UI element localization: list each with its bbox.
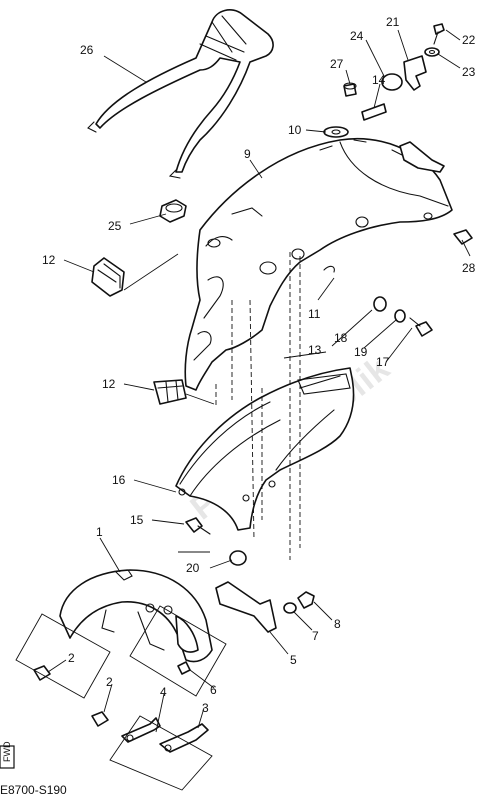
cord-11-part[interactable]: [323, 265, 335, 273]
grab-bar-part[interactable]: [87, 9, 274, 179]
callout-7: 7: [312, 629, 319, 643]
bracket-4-part[interactable]: [121, 717, 161, 743]
rear-fender-part[interactable]: [184, 138, 453, 391]
callout-13: 13: [308, 343, 322, 357]
front-fender-part[interactable]: [59, 569, 213, 663]
callout-26: 26: [80, 43, 94, 57]
bolt-15-part[interactable]: [185, 517, 211, 535]
callout-5: 5: [290, 653, 297, 667]
bracket-3-part[interactable]: [159, 723, 209, 753]
bolt-2b-part[interactable]: [91, 711, 109, 727]
callout-24: 24: [350, 29, 364, 43]
callout-1: 1: [96, 525, 103, 539]
nut-24-part[interactable]: [381, 73, 403, 91]
callout-12-upper: 12: [42, 253, 56, 267]
washer-7-part[interactable]: [283, 602, 297, 614]
bolt-6-part[interactable]: [177, 661, 191, 675]
callout-18: 18: [334, 331, 348, 345]
collar-18-part[interactable]: [373, 296, 387, 312]
callout-2-upper: 2: [68, 651, 75, 665]
bracket-21-part[interactable]: [403, 55, 427, 91]
nut-8-part[interactable]: [297, 591, 315, 609]
diagram-code: E8700-S190: [0, 783, 67, 797]
callout-25: 25: [108, 219, 122, 233]
screw-22-part[interactable]: [433, 23, 445, 45]
callout-22: 22: [462, 33, 476, 47]
callout-9: 9: [244, 147, 251, 161]
callout-23: 23: [462, 65, 476, 79]
callout-14: 14: [372, 73, 386, 87]
callout-16: 16: [112, 473, 126, 487]
grommet-25-part[interactable]: [159, 199, 187, 223]
callout-19: 19: [354, 345, 368, 359]
clamp-lower-part[interactable]: [153, 379, 187, 405]
callout-4: 4: [160, 685, 167, 699]
callout-12-lower: 12: [102, 377, 116, 391]
washer-19-part[interactable]: [394, 309, 406, 323]
plug-27-part[interactable]: [343, 82, 357, 97]
callout-15: 15: [130, 513, 144, 527]
callout-28: 28: [462, 261, 476, 275]
forward-arrow-icon: FWD: [0, 741, 15, 769]
callout-27: 27: [330, 57, 344, 71]
callout-2-lower: 2: [106, 675, 113, 689]
svg-text:FWD: FWD: [2, 741, 12, 762]
callout-10: 10: [288, 123, 302, 137]
inner-fender-part[interactable]: [175, 367, 355, 531]
washer-10-part[interactable]: [323, 126, 349, 138]
callout-20: 20: [186, 561, 200, 575]
bolt-17-part[interactable]: [409, 317, 433, 337]
bolt-2a-part[interactable]: [33, 665, 51, 681]
callout-8: 8: [334, 617, 341, 631]
callout-11: 11: [308, 307, 321, 321]
tape-14-part[interactable]: [361, 103, 387, 121]
cap-28-part[interactable]: [453, 229, 473, 245]
callout-17: 17: [376, 355, 390, 369]
callout-3: 3: [202, 701, 209, 715]
washer-23-part[interactable]: [424, 47, 440, 57]
stay-5-part[interactable]: [215, 581, 277, 633]
callout-21: 21: [386, 15, 400, 29]
clamp-upper-part[interactable]: [91, 257, 125, 297]
callout-6: 6: [210, 683, 217, 697]
collar-20-part[interactable]: [229, 550, 247, 566]
